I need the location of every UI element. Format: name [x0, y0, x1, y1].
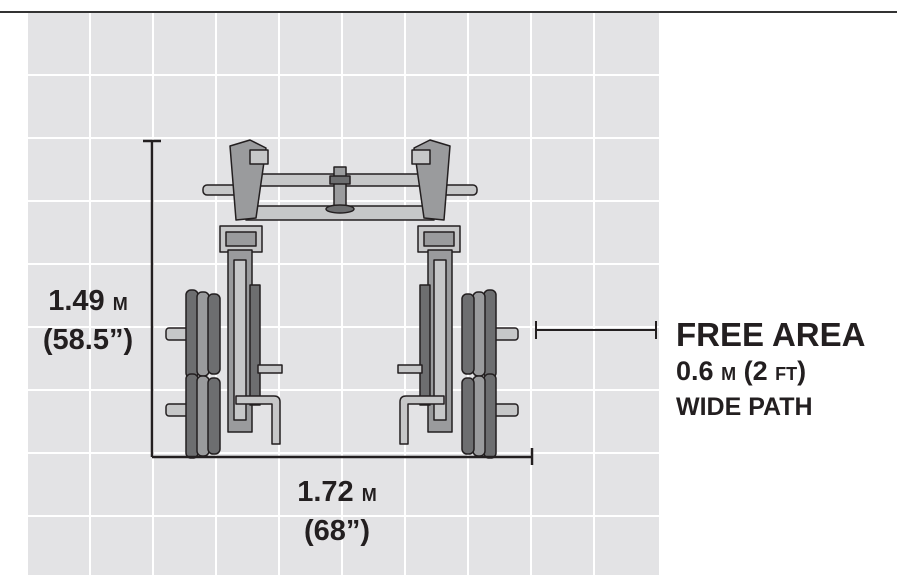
- free-area-label: FREE AREA 0.6 M (2 FT) WIDE PATH: [676, 316, 865, 423]
- plate-loaded-machine-illustration: [165, 139, 519, 459]
- top-divider: [0, 11, 897, 13]
- grid-lines: [28, 13, 661, 575]
- dimension-lines: [143, 139, 657, 465]
- width-dimension-label: 1.72 M (68”): [297, 476, 377, 547]
- height-dimension-label: 1.49 M (58.5”): [42, 285, 134, 356]
- free-area-path-label: WIDE PATH: [676, 393, 813, 421]
- free-area-title: FREE AREA: [676, 316, 866, 353]
- floor-grid: [28, 13, 660, 575]
- free-area-width: 0.6 M (2 FT): [676, 356, 807, 386]
